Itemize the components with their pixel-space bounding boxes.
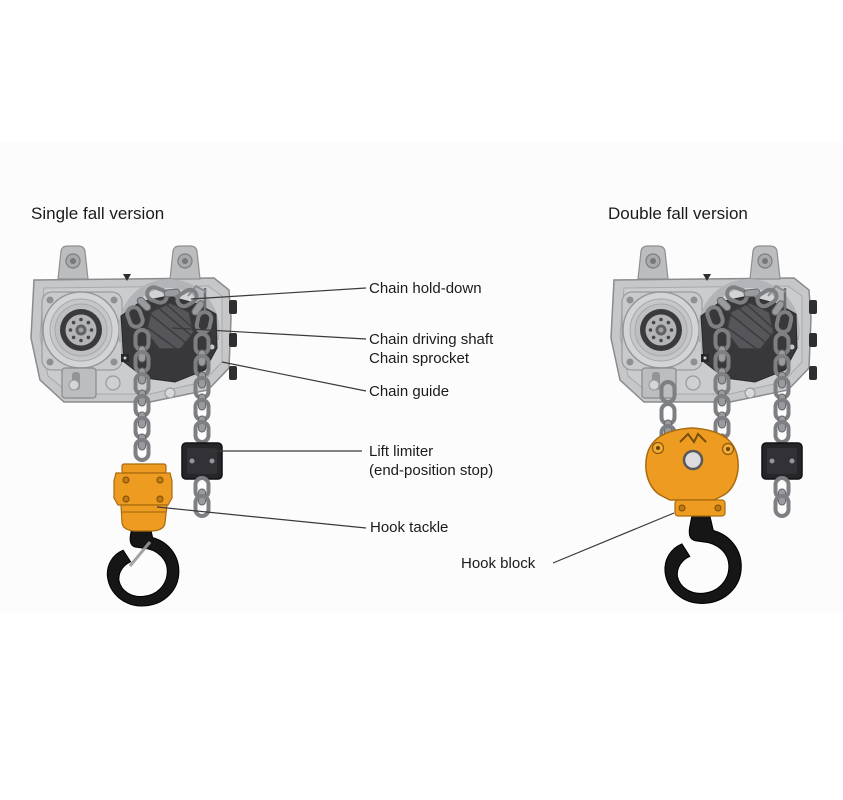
label-chain-hold-down: Chain hold-down (369, 280, 482, 297)
leader-line-chain-guide (221, 361, 367, 392)
leader-line-hook-tackle (156, 506, 367, 529)
limiter-chain-tail (773, 476, 791, 518)
limiter-chain-tail (193, 476, 211, 518)
leader-line-chain-hold-down (190, 287, 367, 300)
label-hook-block: Hook block (461, 555, 536, 572)
label-chain-guide: Chain guide (369, 383, 450, 400)
double-fall-title: Double fall version (608, 204, 748, 223)
label-lift-limiter: Lift limiter (end-position stop) (369, 443, 494, 479)
label-hook-tackle: Hook tackle (370, 519, 449, 536)
double-fall-hoist (611, 246, 817, 604)
leader-line-hook-block (552, 512, 675, 564)
single-fall-title: Single fall version (31, 204, 165, 223)
hook-tackle-part (113, 463, 173, 532)
hoist-housing (611, 246, 817, 410)
hoist-housing (31, 246, 237, 410)
leader-lines (156, 287, 675, 564)
leader-line-chain-driving-shaft (171, 327, 367, 340)
single-fall-hoist (31, 246, 237, 607)
hook (106, 523, 180, 607)
hook (664, 515, 742, 604)
label-chain-driving-shaft: Chain driving shaft Chain sprocket (369, 331, 494, 367)
lift-limiter-stop (181, 442, 223, 480)
lift-limiter-stop (761, 442, 803, 480)
hook-block-part (645, 427, 739, 517)
